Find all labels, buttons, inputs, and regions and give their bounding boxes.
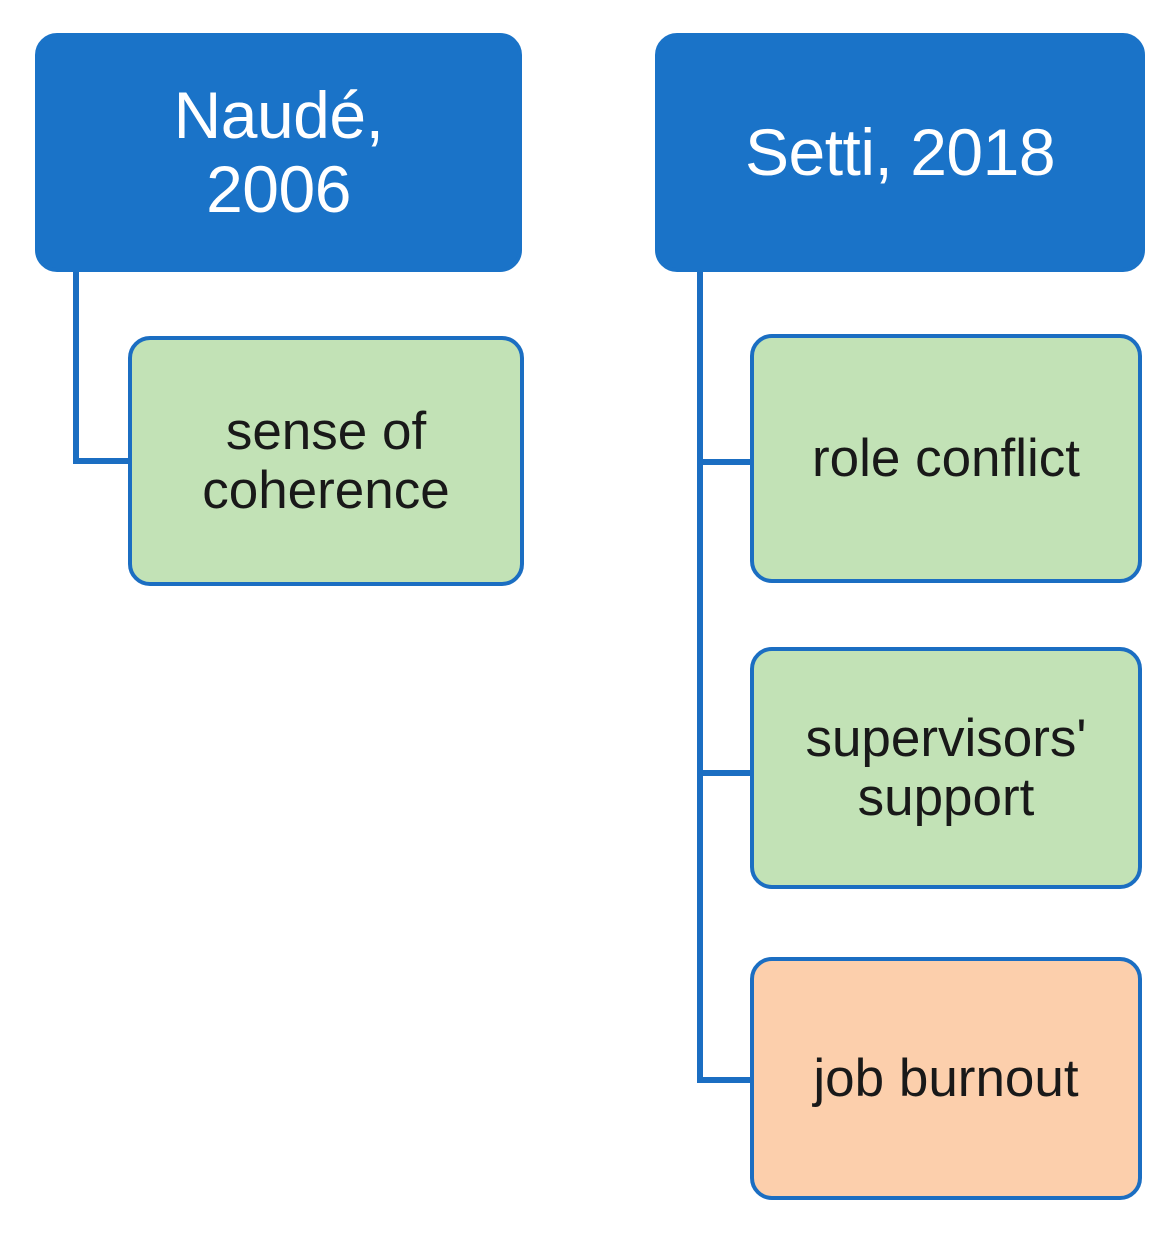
node-job-burnout[interactable]: job burnout bbox=[750, 957, 1142, 1200]
node-setti-2018[interactable]: Setti, 2018 bbox=[655, 33, 1145, 272]
node-supervisors-support[interactable]: supervisors' support bbox=[750, 647, 1142, 889]
connector-naude-vertical bbox=[73, 272, 79, 464]
node-sense-of-coherence[interactable]: sense of coherence bbox=[128, 336, 524, 586]
node-role-conflict[interactable]: role conflict bbox=[750, 334, 1142, 583]
connector-naude-horizontal bbox=[73, 458, 133, 464]
connector-setti-to-supervisors-support bbox=[697, 770, 755, 776]
connector-setti-to-role-conflict bbox=[697, 459, 755, 465]
node-naude-2006[interactable]: Naudé, 2006 bbox=[35, 33, 522, 272]
connector-setti-vertical bbox=[697, 272, 703, 1083]
connector-setti-to-job-burnout bbox=[697, 1077, 755, 1083]
